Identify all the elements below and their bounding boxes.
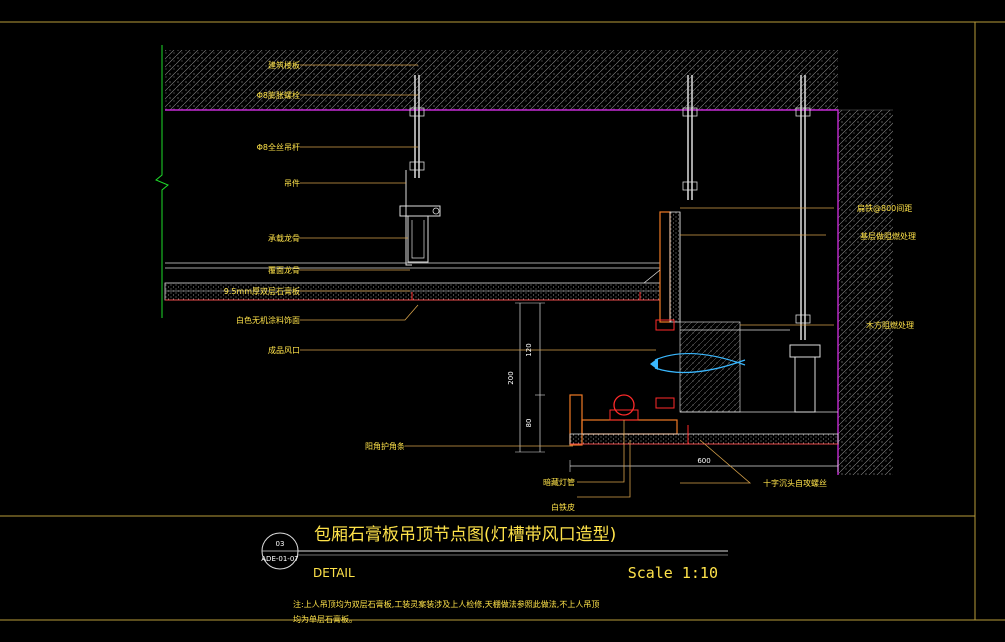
label-sheet-iron: 白铁皮 (551, 502, 575, 512)
hanger-rods (409, 75, 811, 340)
label-base-fireproof: 基层做阻燃处理 (860, 231, 916, 241)
label-hanger: 吊件 (284, 178, 300, 188)
label-screw: 十字沉头自攻螺丝 (763, 478, 827, 488)
label-gypsum-board: 9.5mm厚双层石膏板 (224, 286, 300, 296)
sheet-number: ADE-01-07 (261, 555, 298, 563)
hanger-clip-right (789, 344, 821, 413)
detail-label: DETAIL (313, 566, 355, 580)
dimension-lines (515, 302, 839, 472)
gypsum-ceiling (164, 262, 661, 301)
labels-bottom: 暗藏灯管 白铁皮 十字沉头自攻螺丝 (543, 477, 827, 512)
title-block: 03 ADE-01-07 包厢石膏板吊顶节点图(灯槽带风口造型) DETAIL … (261, 524, 728, 582)
label-hidden-lamp: 暗藏灯管 (543, 477, 575, 487)
drawing-frame (0, 21, 1005, 621)
note-line-2: 均为单层石膏板。 (293, 614, 357, 624)
note-line-1: 注:上人吊顶均为双层石膏板,工装灵案装涉及上人检修,天棚做法参照此做法,不上人吊… (293, 599, 599, 609)
labels-left: 建筑楼板 Φ8膨胀螺栓 Φ8全丝吊杆 吊件 承载龙骨 覆面龙骨 9.5mm厚双层… (224, 60, 405, 451)
concrete-slab (165, 50, 893, 475)
leader-lines (300, 64, 834, 498)
label-flat-iron: 扁铁@800间距 (857, 203, 912, 213)
scale-label: Scale 1:10 (628, 564, 718, 582)
notes: 注:上人吊顶均为双层石膏板,工装灵案装涉及上人检修,天棚做法参照此做法,不上人吊… (293, 599, 599, 624)
label-cover-channel: 覆面龙骨 (268, 265, 300, 275)
dim-600: 600 (697, 457, 710, 465)
label-vent: 成品风口 (268, 345, 300, 355)
light-trough (569, 394, 839, 446)
dim-120: 120 (525, 343, 533, 356)
label-wood-fireproof: 木方阻燃处理 (866, 320, 914, 330)
dim-200: 200 (507, 371, 515, 384)
air-vent (650, 321, 790, 413)
label-slab: 建筑楼板 (268, 60, 300, 70)
label-main-channel: 承载龙骨 (268, 233, 300, 243)
hanger-clip-left (399, 170, 441, 266)
vertical-drop (643, 211, 681, 409)
label-corner-bead: 阳角护角条 (365, 441, 405, 451)
labels-right: 扁铁@800间距 基层做阻燃处理 木方阻燃处理 (857, 203, 916, 330)
axis-line (155, 45, 169, 318)
detail-number: 03 (276, 540, 285, 548)
label-bolt: Φ8膨胀螺栓 (257, 90, 300, 100)
dim-80: 80 (525, 419, 533, 428)
dimension-texts: 120 200 80 600 (507, 343, 711, 465)
drawing-title: 包厢石膏板吊顶节点图(灯槽带风口造型) (314, 524, 616, 545)
label-rod: Φ8全丝吊杆 (257, 142, 300, 152)
label-paint: 白色无机涂料饰面 (236, 315, 300, 325)
